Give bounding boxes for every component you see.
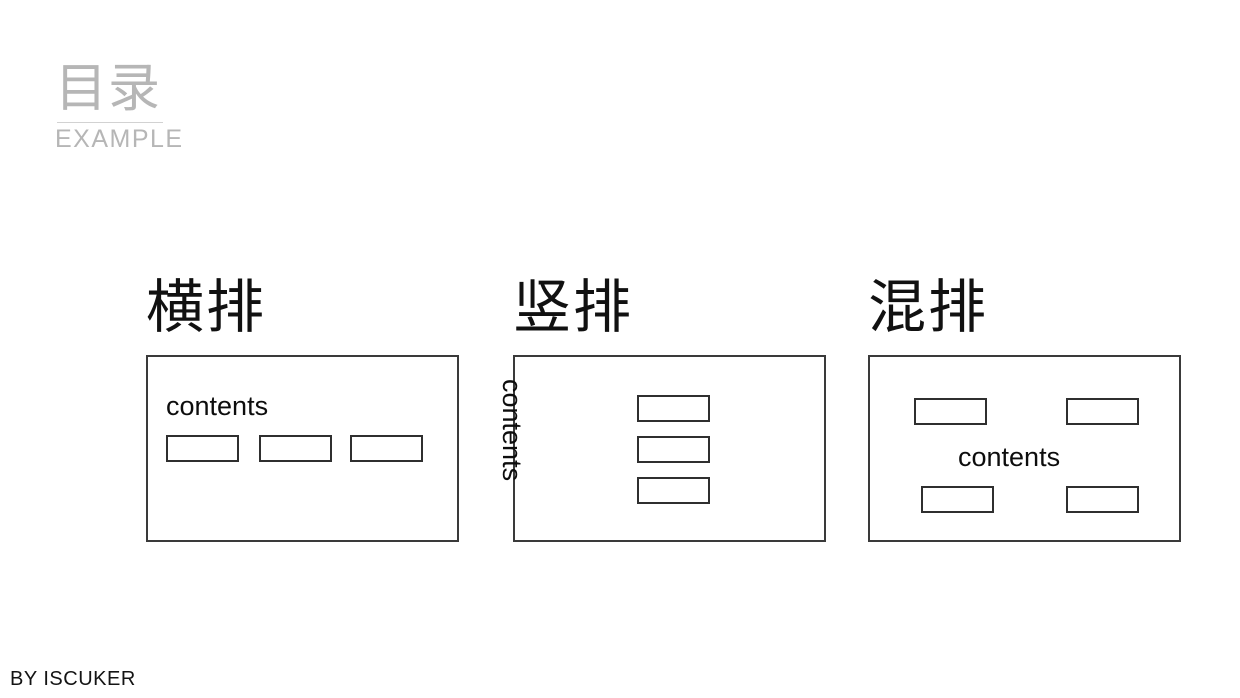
panel-vertical-label: contents: [497, 379, 527, 482]
content-cell[interactable]: [637, 436, 710, 463]
content-cell[interactable]: [1066, 398, 1139, 425]
panel-horizontal: 横排 contents: [146, 277, 461, 559]
page-title: 目录: [55, 61, 162, 118]
panel-vertical-frame: contents: [497, 355, 826, 542]
panel-horizontal-title: 横排: [146, 275, 267, 340]
content-cell[interactable]: [921, 486, 994, 513]
content-cell[interactable]: [1066, 486, 1139, 513]
panel-vertical-title: 竖排: [513, 275, 634, 340]
panel-mixed: 混排 contents: [868, 277, 1183, 559]
panel-mixed-title: 混排: [868, 275, 989, 340]
panel-mixed-frame: contents: [868, 355, 1181, 542]
footer-credit: BY ISCUKER: [10, 668, 136, 690]
panel-horizontal-label: contents: [166, 391, 269, 421]
content-cell[interactable]: [166, 435, 239, 462]
panel-vertical: 竖排 contents: [497, 275, 828, 559]
content-cell[interactable]: [914, 398, 987, 425]
slide-header: 目录 EXAMPLE: [55, 61, 215, 154]
content-cell[interactable]: [637, 395, 710, 422]
content-cell[interactable]: [350, 435, 423, 462]
layout-examples: 横排 contents 竖排 contents 混排: [146, 277, 1184, 559]
panel-horizontal-frame: contents: [146, 355, 459, 542]
content-cell[interactable]: [637, 477, 710, 504]
header-divider: [57, 122, 163, 123]
panel-mixed-label: contents: [958, 442, 1061, 472]
page-subtitle: EXAMPLE: [55, 125, 184, 153]
content-cell[interactable]: [259, 435, 332, 462]
